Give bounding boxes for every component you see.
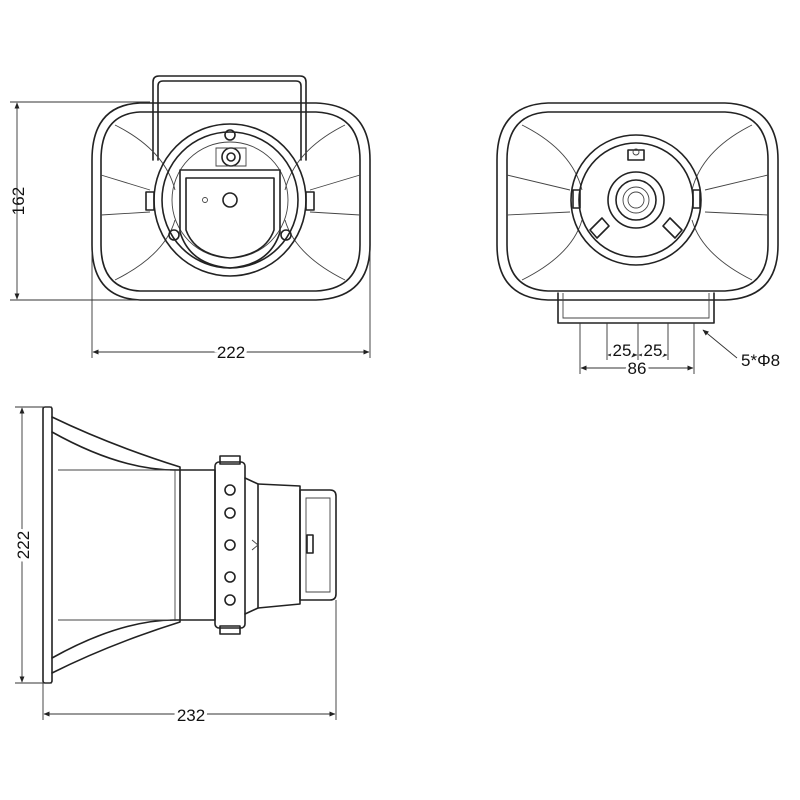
- mounting-holes-label: 5*Φ8: [741, 351, 780, 370]
- rear-spacing-dimension: 25 25: [606, 323, 669, 363]
- rear-bracket-width-dimension: 86: [579, 323, 695, 381]
- rear-bracket-width-label: 86: [628, 359, 647, 378]
- side-view: [42, 406, 337, 684]
- front-width-label: 222: [217, 343, 245, 362]
- mounting-holes-callout: 5*Φ8: [702, 329, 780, 370]
- front-view: [91, 75, 371, 301]
- side-depth-dimension: 232: [42, 600, 337, 728]
- side-height-dimension: 222: [11, 406, 52, 684]
- front-width-dimension: 222: [91, 250, 371, 365]
- rear-spacing-right-label: 25: [644, 341, 663, 360]
- front-height-label: 162: [9, 187, 28, 215]
- rear-view: [496, 102, 779, 324]
- front-height-dimension: 162: [9, 101, 150, 301]
- side-height-label: 222: [14, 531, 33, 559]
- rear-spacing-left-label: 25: [613, 341, 632, 360]
- side-depth-label: 232: [177, 706, 205, 725]
